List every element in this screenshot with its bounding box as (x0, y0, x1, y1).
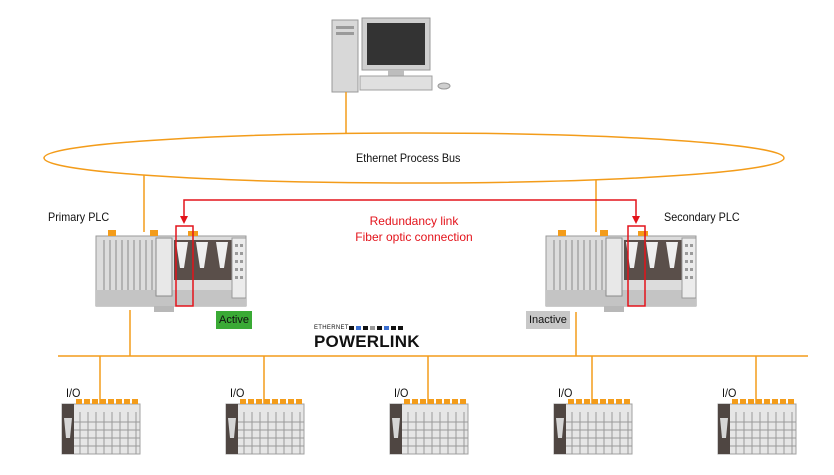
primary-plc-label: Primary PLC (48, 210, 110, 224)
primary-fiber-port (175, 225, 194, 307)
io-module-icon (225, 398, 305, 455)
secondary-plc-label: Secondary PLC (664, 210, 740, 224)
io-label: I/O (558, 386, 573, 400)
powerlink-top-text: ETHERNET (314, 325, 349, 331)
io-module-icon (553, 398, 633, 455)
io-label: I/O (394, 386, 409, 400)
computer-workstation-icon (331, 17, 451, 93)
io-module-icon (389, 398, 469, 455)
io-module-icon (717, 398, 797, 455)
io-label: I/O (66, 386, 81, 400)
secondary-plc-icon (545, 229, 697, 313)
bus-label: Ethernet Process Bus (356, 151, 461, 165)
active-status-badge: Active (216, 311, 252, 329)
ethernet-process-bus (43, 132, 785, 184)
io-module-icon (61, 398, 141, 455)
redundancy-label: Redundancy link (369, 214, 459, 228)
powerlink-title: POWERLINK (314, 332, 420, 351)
powerlink-logo-icon (349, 326, 403, 330)
secondary-fiber-port (627, 225, 646, 307)
fiber-label: Fiber optic connection (355, 230, 473, 244)
io-label: I/O (230, 386, 245, 400)
redundancy-link (180, 199, 640, 224)
inactive-status-badge: Inactive (526, 311, 570, 329)
io-label: I/O (722, 386, 737, 400)
primary-plc-icon (95, 229, 247, 313)
io-drops (99, 356, 757, 404)
